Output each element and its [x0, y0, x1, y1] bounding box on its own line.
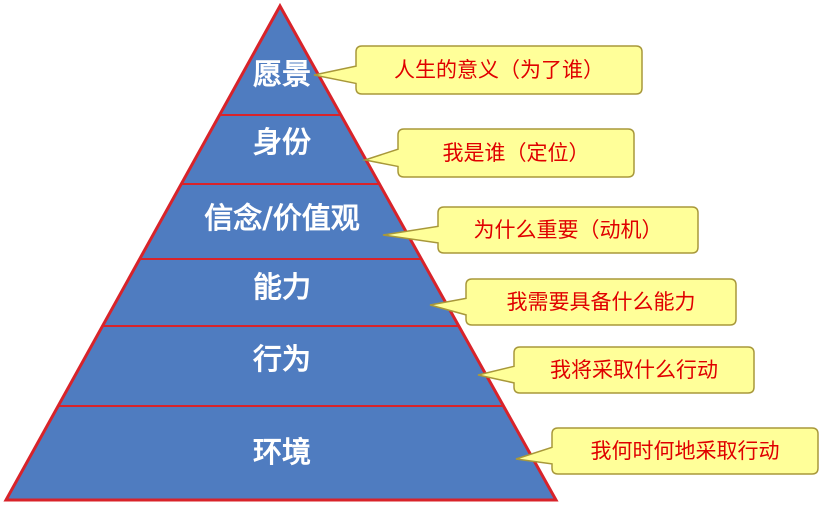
callout: 我需要具备什么能力: [429, 278, 737, 326]
callout: 人生的意义（为了谁）: [313, 45, 643, 95]
callout-text: 我将采取什么行动: [550, 358, 718, 382]
callout-bubble: [313, 45, 643, 95]
level-label: 愿景: [253, 57, 311, 91]
level-label: 信念/价值观: [204, 201, 360, 235]
level-label: 身份: [253, 125, 311, 159]
callout-text: 我需要具备什么能力: [507, 290, 696, 314]
callout: 我何时何地采取行动: [515, 427, 819, 475]
level-label: 行为: [252, 342, 311, 376]
callout: 为什么重要（动机）: [382, 206, 699, 254]
callout-bubble: [382, 206, 699, 254]
callout-bubble: [429, 278, 737, 326]
level-label: 环境: [253, 435, 311, 469]
callout-bubble: [515, 427, 819, 475]
callout-bubble: [477, 346, 755, 394]
callout-text: 为什么重要（动机）: [474, 218, 663, 242]
callout-text: 人生的意义（为了谁）: [394, 58, 604, 82]
callout-bubble: [362, 128, 635, 178]
callout: 我是谁（定位）: [362, 128, 635, 178]
callout-text: 我是谁（定位）: [443, 141, 590, 165]
callouts: 人生的意义（为了谁） 我是谁（定位） 为什么重要（动机） 我需要具备什么能力我将采取什…: [313, 45, 819, 475]
callout: 我将采取什么行动: [477, 346, 755, 394]
pyramid-shape: [3, 2, 559, 502]
callout-text: 我何时何地采取行动: [591, 439, 780, 463]
level-label: 能力: [253, 270, 311, 304]
